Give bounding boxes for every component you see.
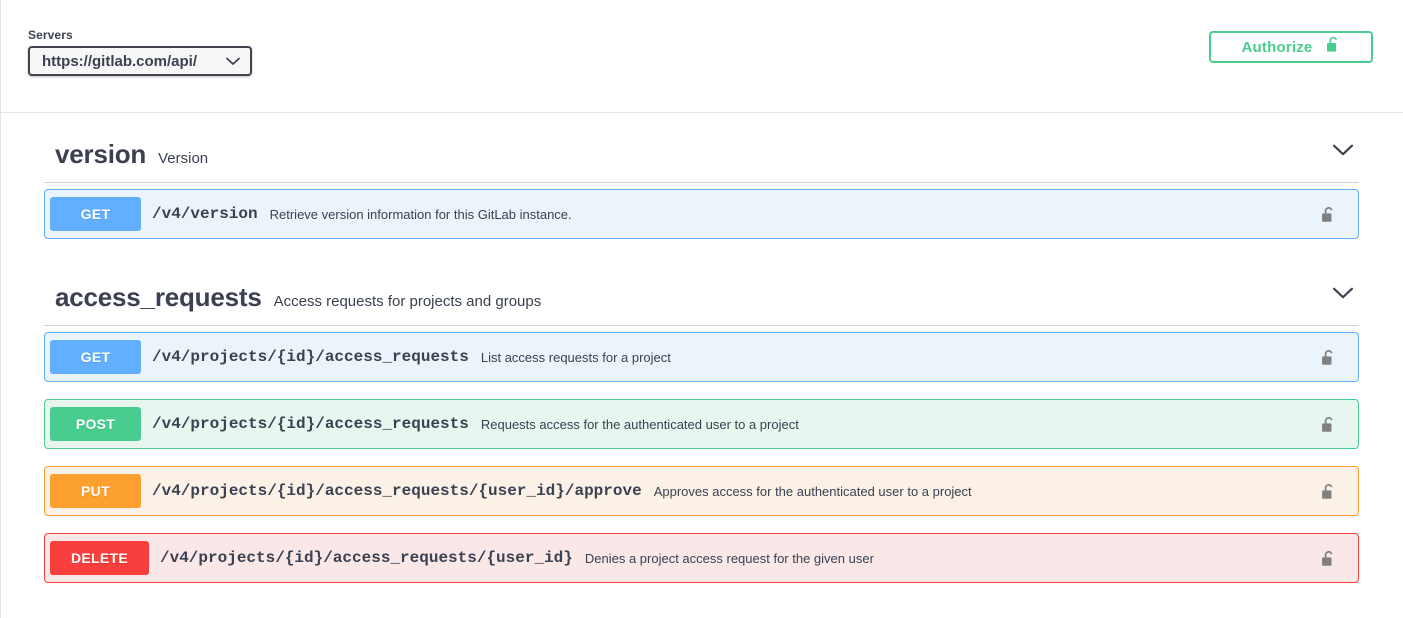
chevron-down-icon[interactable]	[1329, 282, 1357, 304]
scheme-container: Servers https://gitlab.com/api/ Authoriz…	[1, 0, 1403, 113]
unlock-icon[interactable]	[1320, 549, 1336, 567]
operation-list-access-requests: GET /v4/projects/{id}/access_requests Li…	[35, 326, 1369, 583]
authorize-button[interactable]: Authorize	[1209, 31, 1373, 63]
servers-block: Servers https://gitlab.com/api/	[28, 28, 252, 76]
chevron-down-icon	[226, 57, 240, 66]
method-badge: PUT	[50, 474, 141, 508]
unlock-icon[interactable]	[1320, 205, 1336, 223]
operation-row[interactable]: POST /v4/projects/{id}/access_requests R…	[44, 399, 1359, 449]
method-badge: DELETE	[50, 541, 149, 575]
unlock-icon[interactable]	[1320, 482, 1336, 500]
unlock-icon[interactable]	[1320, 348, 1336, 366]
tag-header-version[interactable]: version Version	[35, 113, 1369, 182]
operation-summary: Retrieve version information for this Gi…	[269, 206, 572, 222]
chevron-down-icon[interactable]	[1329, 139, 1357, 161]
operation-path: /v4/projects/{id}/access_requests/{user_…	[160, 549, 573, 567]
server-select-value: https://gitlab.com/api/	[42, 52, 198, 70]
operation-row[interactable]: GET /v4/projects/{id}/access_requests Li…	[44, 332, 1359, 382]
operation-path: /v4/projects/{id}/access_requests	[152, 415, 469, 433]
section-divider	[44, 325, 1359, 326]
tag-section-version: version Version GET /v4/version Retrieve…	[35, 113, 1369, 239]
tag-name: access_requests	[55, 282, 262, 312]
method-badge: POST	[50, 407, 141, 441]
operation-list-version: GET /v4/version Retrieve version informa…	[35, 183, 1369, 239]
section-divider	[44, 182, 1359, 183]
servers-label: Servers	[28, 28, 73, 42]
server-select[interactable]: https://gitlab.com/api/	[28, 46, 252, 76]
operation-path: /v4/version	[152, 205, 258, 223]
api-sections: version Version GET /v4/version Retrieve…	[1, 113, 1403, 583]
unlock-icon[interactable]	[1320, 415, 1336, 433]
operation-row[interactable]: DELETE /v4/projects/{id}/access_requests…	[44, 533, 1359, 583]
operation-row[interactable]: GET /v4/version Retrieve version informa…	[44, 189, 1359, 239]
authorize-button-label: Authorize	[1241, 38, 1313, 56]
operation-row[interactable]: PUT /v4/projects/{id}/access_requests/{u…	[44, 466, 1359, 516]
method-badge: GET	[50, 340, 141, 374]
operation-summary: Requests access for the authenticated us…	[480, 416, 799, 432]
unlock-icon	[1326, 36, 1340, 58]
operation-summary: Approves access for the authenticated us…	[653, 483, 972, 499]
operation-path: /v4/projects/{id}/access_requests/{user_…	[152, 482, 642, 500]
tag-description: Version	[158, 150, 209, 167]
operation-summary: List access requests for a project	[480, 349, 671, 365]
operation-path: /v4/projects/{id}/access_requests	[152, 348, 469, 366]
method-badge: GET	[50, 197, 141, 231]
tag-section-access-requests: access_requests Access requests for proj…	[35, 256, 1369, 583]
tag-description: Access requests for projects and groups	[273, 293, 542, 310]
operation-summary: Denies a project access request for the …	[584, 550, 874, 566]
tag-header-access-requests[interactable]: access_requests Access requests for proj…	[35, 256, 1369, 325]
tag-name: version	[55, 139, 147, 169]
